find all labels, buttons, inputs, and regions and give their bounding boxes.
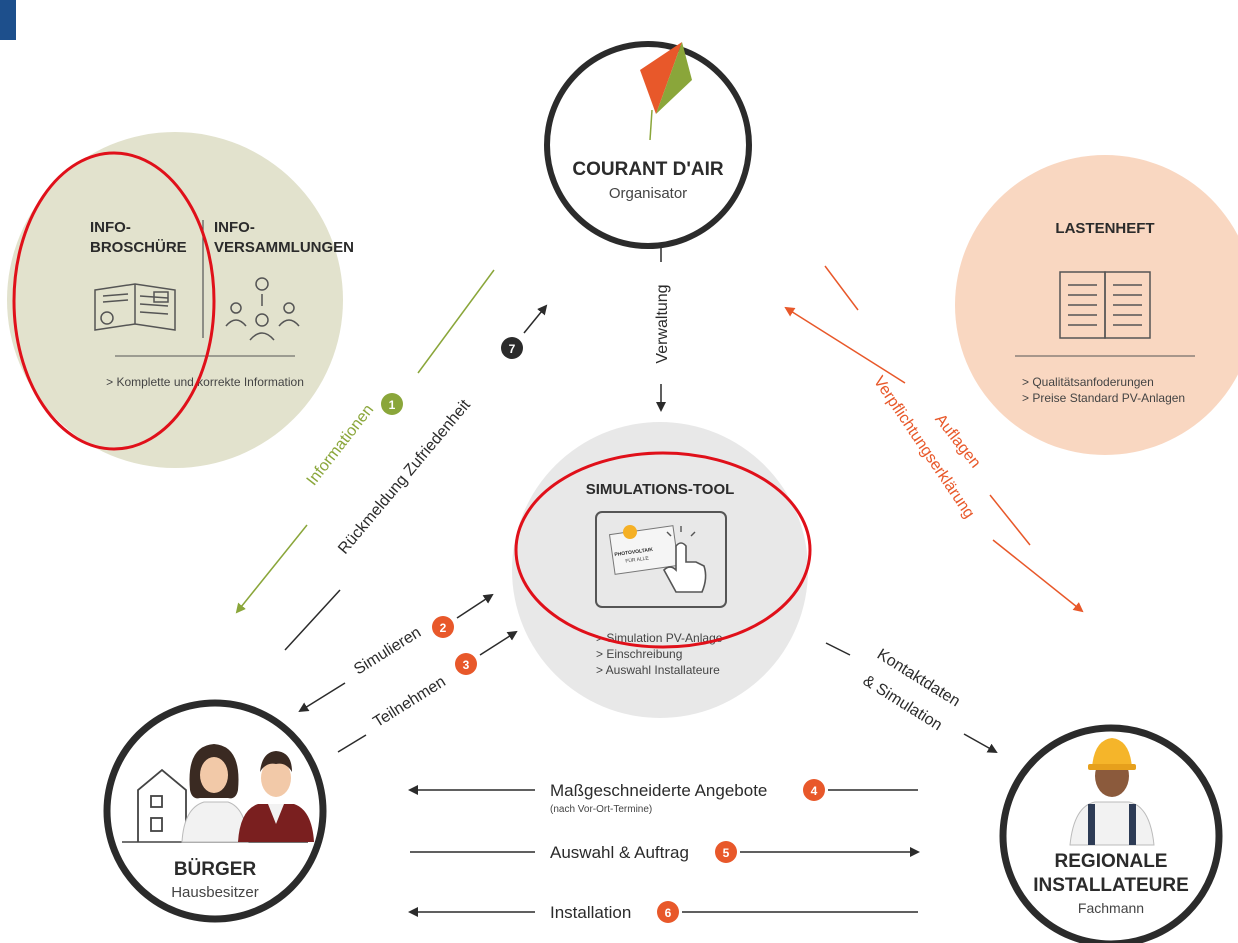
flow-kontakt: Kontaktdaten & Simulation: [825, 642, 998, 753]
step-3-number: 3: [463, 658, 470, 672]
flow-installation: Installation 6: [408, 901, 918, 923]
step-1-badge: [381, 393, 403, 415]
organizer-title: COURANT D'AIR: [572, 159, 724, 180]
kite-logo-icon: [640, 42, 692, 141]
step-3-badge: [455, 653, 477, 675]
meeting-people-icon: [225, 277, 300, 341]
spec-book-icon: [1059, 271, 1151, 339]
spec-bullet-2: > Preise Standard PV-Anlagen: [1022, 391, 1185, 405]
brochure-icon: [94, 283, 176, 331]
tablet-screen-label-1: PHOTOVOLTAIK: [614, 547, 654, 558]
installation-label: Installation: [550, 903, 631, 922]
brochure-title-line2: BROSCHÜRE: [90, 239, 187, 256]
organizer-node: COURANT D'AIR Organisator: [544, 41, 752, 249]
auswahl-label: Auswahl & Auftrag: [550, 843, 689, 862]
meetings-title-line1: INFO-: [214, 219, 255, 236]
sim-circle: [512, 422, 808, 718]
flow-auswahl: Auswahl & Auftrag 5: [410, 841, 920, 863]
angebote-sublabel: (nach Vor-Ort-Termine): [550, 804, 652, 815]
installer-title-line1: REGIONALE: [1055, 851, 1168, 872]
brochure-title-line1: INFO-: [90, 219, 131, 236]
spec-bullet-1: > Qualitätsanfoderungen: [1022, 375, 1154, 389]
step-6-number: 6: [665, 906, 672, 920]
simulation-node: SIMULATIONS-TOOL PHOTOVOLTAIK FÜR ALLE >…: [512, 422, 808, 718]
organizer-subtitle: Organisator: [609, 185, 687, 202]
step-7-number: 7: [509, 342, 516, 356]
tablet-screen-label-2: FÜR ALLE: [625, 554, 650, 564]
man-avatar-icon: [238, 751, 314, 842]
step-1-number: 1: [389, 398, 396, 412]
info-note: > Komplette und korrekte Information: [106, 375, 304, 389]
organizer-circle: [544, 41, 752, 249]
step-5-number: 5: [723, 846, 730, 860]
angebote-label: Maßgeschneiderte Angebote: [550, 781, 767, 800]
installer-title-line2: INSTALLATEURE: [1033, 875, 1189, 896]
corner-marker: [0, 0, 16, 40]
step-2-number: 2: [440, 621, 447, 635]
step-5-badge: [715, 841, 737, 863]
sim-bullet-2: > Einschreibung: [596, 647, 682, 661]
step-4-number: 4: [811, 784, 818, 798]
sim-bullet-3: > Auswahl Installateure: [596, 663, 720, 677]
highlight-ellipse-brochure: [12, 151, 216, 451]
meetings-title-line2: VERSAMMLUNGEN: [214, 239, 354, 256]
informationen-label: Informationen: [304, 401, 378, 489]
sim-title: SIMULATIONS-TOOL: [586, 481, 735, 498]
step-4-badge: [803, 779, 825, 801]
simulieren-label: Simulieren: [351, 624, 424, 678]
flow-teilnehmen: Teilnehmen 3: [337, 630, 518, 753]
flow-simulieren: Simulieren 2: [298, 593, 494, 713]
step-6-badge: [657, 901, 679, 923]
citizen-title: BÜRGER: [174, 859, 257, 880]
spec-title: LASTENHEFT: [1055, 220, 1154, 237]
flow-angebote: Maßgeschneiderte Angebote (nach Vor-Ort-…: [408, 779, 918, 815]
flow-verwaltung: Verwaltung: [654, 248, 671, 412]
house-icon: [137, 768, 187, 842]
citizen-subtitle: Hausbesitzer: [171, 884, 259, 901]
installer-subtitle: Fachmann: [1078, 900, 1144, 916]
info-node: INFO- BROSCHÜRE INFO- VERSAMMLUNGEN: [7, 132, 354, 468]
woman-avatar-icon: [181, 744, 249, 843]
tablet-touch-icon: PHOTOVOLTAIK FÜR ALLE: [595, 511, 727, 608]
step-7-badge: [501, 337, 523, 359]
step-2-badge: [432, 616, 454, 638]
highlight-ellipse-simulation-tool: [514, 451, 812, 649]
teilnehmen-label: Teilnehmen: [370, 673, 448, 731]
worker-avatar-icon: [1069, 738, 1155, 846]
spec-node: LASTENHEFT > Qualitätsanfoderungen > Pre…: [955, 155, 1238, 455]
verwaltung-label: Verwaltung: [654, 284, 671, 363]
installer-node: REGIONALE INSTALLATEURE Fachmann: [999, 724, 1223, 943]
sim-bullet-1: > Simulation PV-Anlage: [596, 631, 723, 645]
citizen-node: BÜRGER Hausbesitzer: [103, 699, 327, 923]
